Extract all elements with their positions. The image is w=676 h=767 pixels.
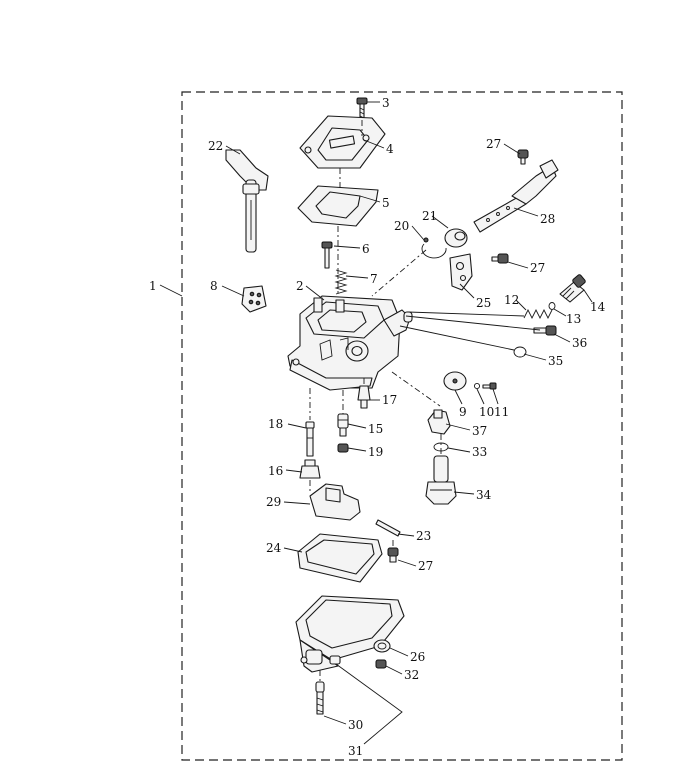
callout-10: 10 — [479, 405, 494, 419]
callout-2: 2 — [296, 279, 304, 293]
callout-7: 7 — [370, 272, 378, 286]
callout-14: 14 — [590, 300, 606, 314]
part-16-jet-holder — [299, 459, 321, 479]
callout-16: 16 — [268, 464, 283, 478]
callout-27-mid: 27 — [530, 261, 545, 275]
part-27-screw-mid — [491, 253, 509, 264]
callout-29: 29 — [266, 495, 281, 509]
callout-21: 21 — [422, 209, 437, 223]
part-19-nut — [337, 443, 349, 453]
part-8-plate — [241, 285, 267, 313]
part-36-pilot-screw — [533, 325, 557, 336]
callout-33: 33 — [472, 445, 487, 459]
callout-27-lower: 27 — [418, 559, 433, 573]
callout-26: 26 — [410, 650, 425, 664]
part-13-oring — [548, 302, 556, 310]
part-9-washer — [443, 371, 467, 391]
callout-8: 8 — [210, 279, 218, 293]
callout-30: 30 — [348, 718, 363, 732]
callout-labels: 1 2 3 4 5 6 7 8 9 10 11 12 13 14 15 16 1… — [149, 96, 606, 758]
assembly-lines — [309, 120, 442, 682]
callout-3: 3 — [382, 96, 390, 110]
part-21-bushing — [444, 228, 468, 248]
callout-27-top: 27 — [486, 137, 501, 151]
part-18-needle — [305, 421, 315, 457]
callout-28: 28 — [540, 212, 555, 226]
callout-18: 18 — [268, 417, 283, 431]
part-3-screw — [356, 97, 368, 121]
callout-22: 22 — [208, 139, 223, 153]
callout-11: 11 — [494, 405, 509, 419]
part-34-needle-valve — [425, 455, 457, 505]
callout-13: 13 — [566, 312, 581, 326]
callout-9: 9 — [459, 405, 467, 419]
callout-15: 15 — [368, 422, 383, 436]
part-25-bracket — [449, 253, 473, 291]
part-11-screw — [482, 382, 497, 390]
callout-31: 31 — [348, 744, 363, 758]
callout-6: 6 — [362, 242, 370, 256]
callout-4: 4 — [386, 142, 394, 156]
part-24-bowl-gasket — [297, 533, 383, 583]
part-27-screw-top — [517, 149, 529, 165]
callout-25: 25 — [476, 296, 491, 310]
callout-20: 20 — [394, 219, 409, 233]
part-15-main-jet — [337, 413, 349, 437]
callout-37: 37 — [472, 424, 487, 438]
part-28-throttle-shaft — [473, 159, 559, 233]
callout-24: 24 — [266, 541, 282, 555]
part-20-clip — [421, 237, 447, 259]
callout-17: 17 — [382, 393, 397, 407]
assembly-frame — [181, 91, 623, 761]
part-10-oring — [473, 382, 481, 390]
callout-34: 34 — [476, 488, 492, 502]
callout-35: 35 — [548, 354, 563, 368]
part-14-idle-screw — [559, 274, 586, 303]
part-27-screw-lower — [387, 547, 399, 563]
part-26-oring — [373, 639, 391, 653]
part-37-valve-holder — [427, 409, 451, 435]
part-29-float — [309, 483, 361, 521]
part-31-float-bowl — [295, 595, 405, 673]
callout-32: 32 — [404, 668, 419, 682]
leader-lines — [159, 101, 593, 745]
part-12-spring — [523, 308, 553, 320]
part-17-jet — [357, 385, 371, 409]
part-4-cover — [299, 115, 386, 169]
part-5-gasket — [297, 185, 379, 227]
callout-12: 12 — [504, 293, 519, 307]
callout-19: 19 — [368, 445, 383, 459]
callout-1: 1 — [149, 279, 157, 293]
callout-5: 5 — [382, 196, 390, 210]
part-23-float-pin — [375, 519, 401, 537]
callout-23: 23 — [416, 529, 431, 543]
part-2-carburetor-body — [287, 295, 413, 391]
part-30-drain-screw — [315, 681, 325, 715]
part-35-oring — [513, 346, 527, 358]
callout-36: 36 — [572, 336, 587, 350]
part-22-primer-pipe — [225, 149, 269, 253]
part-7-spring — [334, 269, 348, 295]
part-32-nut — [375, 659, 387, 669]
part-6-screw — [321, 241, 333, 269]
